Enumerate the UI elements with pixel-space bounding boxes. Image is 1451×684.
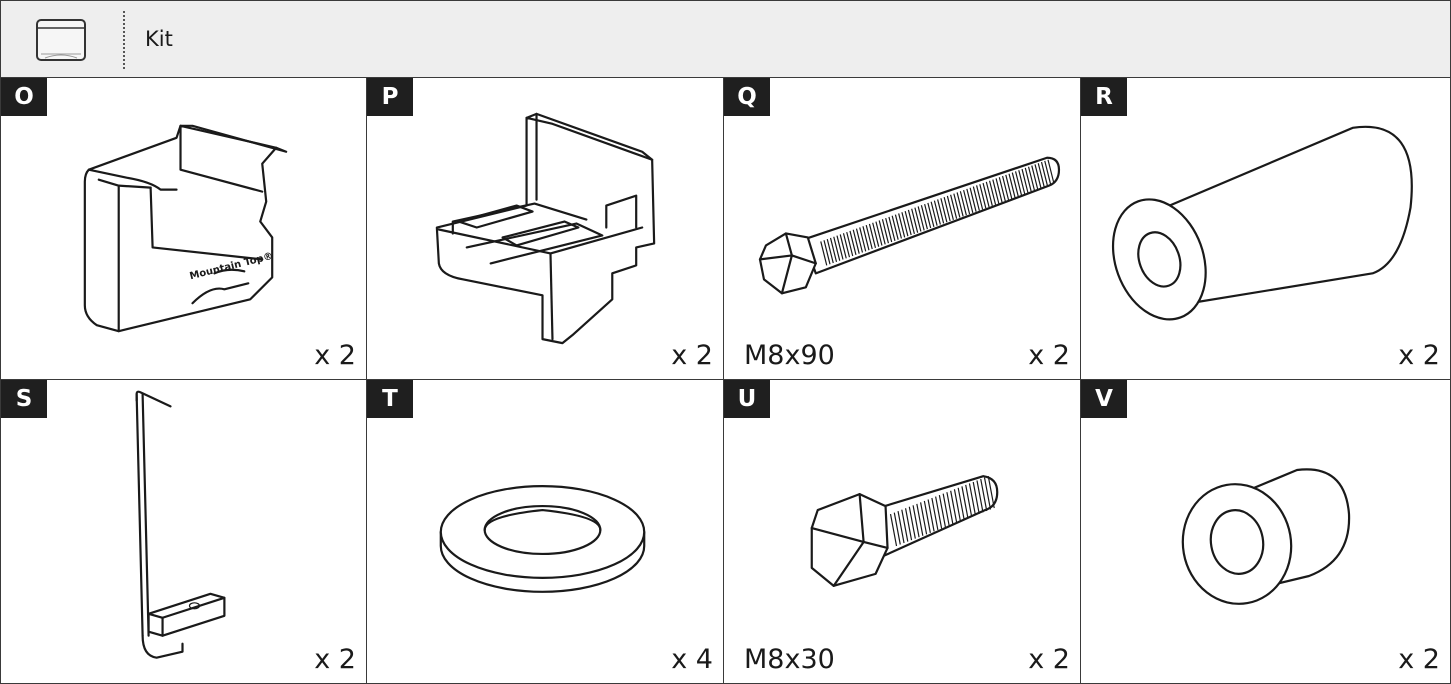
parts-grid: Mountain Top® O x 2 P x 2	[1, 78, 1450, 683]
part-cell-s: S x 2	[1, 380, 367, 683]
part-quantity: x 2	[671, 340, 713, 371]
kit-header: Kit	[1, 1, 1450, 78]
part-letter: O	[1, 78, 47, 116]
part-letter: S	[1, 380, 47, 418]
part-letter: T	[367, 380, 413, 418]
hook-rod-icon	[135, 390, 226, 659]
part-letter: U	[724, 380, 770, 418]
part-letter: R	[1081, 78, 1127, 116]
header-divider	[123, 11, 125, 69]
long-spacer-icon	[1111, 125, 1413, 321]
header-title: Kit	[145, 27, 173, 51]
part-quantity: x 2	[1398, 644, 1440, 675]
part-size: M8x30	[744, 644, 835, 675]
part-cell-q: Q M8x90 x 2	[724, 78, 1081, 380]
part-quantity: x 2	[314, 340, 356, 371]
short-spacer-icon	[1181, 468, 1351, 605]
part-cell-u: U M8x30 x 2	[724, 380, 1081, 683]
part-size: M8x90	[744, 340, 835, 371]
bolt-thread	[889, 476, 995, 547]
part-quantity: x 2	[1028, 644, 1070, 675]
part-quantity: x 2	[1398, 340, 1440, 371]
parts-bag-icon	[36, 19, 86, 61]
end-cap-icon: Mountain Top®	[83, 124, 288, 333]
part-quantity: x 4	[671, 644, 713, 675]
part-letter: V	[1081, 380, 1127, 418]
part-quantity: x 2	[1028, 340, 1070, 371]
part-letter: P	[367, 78, 413, 116]
part-cell-o: Mountain Top® O x 2	[1, 78, 367, 380]
long-bolt-icon	[758, 156, 1061, 295]
slide-block-icon	[435, 112, 656, 345]
part-letter: Q	[724, 78, 770, 116]
washer-icon	[439, 485, 646, 593]
part-cell-v: V x 2	[1081, 380, 1450, 683]
bolt-thread	[820, 159, 1055, 266]
part-cell-p: P x 2	[367, 78, 724, 380]
short-bolt-icon	[810, 475, 999, 587]
part-cell-r: R x 2	[1081, 78, 1450, 380]
part-cell-t: T x 4	[367, 380, 724, 683]
part-quantity: x 2	[314, 644, 356, 675]
